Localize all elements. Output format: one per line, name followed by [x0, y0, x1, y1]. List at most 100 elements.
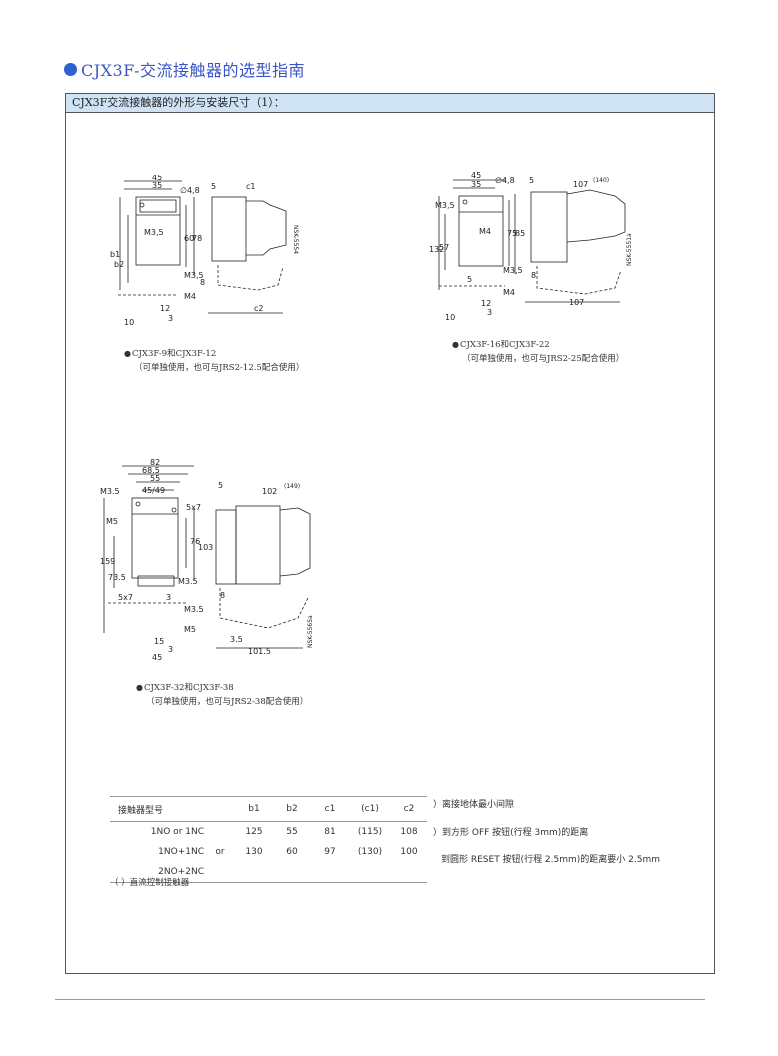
table-header-row: 接触器型号 b1 b2 c1 (c1) c2	[110, 796, 427, 822]
footer-rule	[55, 999, 705, 1000]
dim-5: 5	[529, 176, 534, 185]
dim-107: 107	[573, 180, 588, 189]
dim-57: 57	[439, 243, 449, 252]
caption-1: CJX3F-9和CJX3F-12 （可单独使用，也可与JRS2-12.5配合使用…	[124, 347, 304, 375]
cell: (115)	[357, 827, 383, 837]
dim-159: 159	[100, 557, 115, 566]
dim-m35-a: M3,5	[435, 201, 455, 210]
dim-b2: b2	[114, 260, 124, 269]
drawing-code: NSK-5565a	[307, 615, 314, 648]
drawing-code: NSK-5554	[292, 225, 299, 254]
dim-102: 102	[262, 487, 277, 496]
bullet-icon	[64, 62, 77, 76]
table-row: 1NO or 1NC 125 55 81 (115) 108	[110, 822, 427, 843]
dim-3: 3	[487, 308, 492, 317]
dim-c1: c1	[246, 182, 256, 191]
dim-103: 103	[198, 543, 213, 552]
dim-68-5: 68.5	[142, 466, 160, 475]
cell: 55	[286, 827, 298, 837]
dim-45: 45	[471, 171, 481, 180]
page-title: CJX3F-交流接触器的选型指南	[81, 61, 306, 80]
dim-5: 5	[211, 182, 216, 191]
dim-78: 78	[192, 234, 202, 243]
dimension-drawing-3: 82 68.5 55 45/49 M3.5 M5 5x7 76 103 159 …	[100, 458, 314, 662]
cell: 100	[400, 847, 418, 857]
dim-hole: ∅4,8	[495, 176, 515, 185]
cell	[205, 822, 235, 843]
dim-3: 3	[166, 593, 171, 602]
cell	[235, 862, 273, 883]
dim-3-b: 3	[168, 645, 173, 654]
dim-m35-c: M3.5	[184, 605, 204, 614]
dim-82: 82	[150, 458, 160, 467]
cell: or	[215, 847, 225, 857]
dim-m5-b: M5	[184, 625, 196, 634]
dim-5b: 5	[467, 275, 472, 284]
dim-10: 10	[445, 313, 455, 322]
title-row: CJX3F-交流接触器的选型指南	[64, 58, 305, 80]
col-c2: c2	[391, 796, 427, 822]
cell: 2NO+2NC	[158, 867, 204, 877]
dimension-drawing-2: 45 35 ∅4,8 5 107 (140) M3,5 M4 75 85 132…	[429, 171, 633, 322]
col-b2: b2	[273, 796, 311, 822]
dim-5: 5	[218, 481, 223, 490]
col-model: 接触器型号	[110, 796, 205, 822]
dim-1-5: 15	[154, 637, 164, 646]
note-1: ）离接地体最小间隙	[433, 800, 515, 810]
col-c1-dc: (c1)	[349, 796, 391, 822]
cell	[311, 862, 349, 883]
caption-2-note: （可单独使用，也可与JRS2-25配合使用）	[462, 354, 625, 364]
note-2: ）到方形 OFF 按钮(行程 3mm)的距离	[433, 828, 589, 838]
caption-3-model: CJX3F-32和CJX3F-38	[136, 681, 308, 695]
cell	[273, 862, 311, 883]
dim-132: 132	[429, 245, 444, 254]
dim-45: 45	[152, 653, 162, 662]
content-frame: CJX3F交流接触器的外形与安装尺寸（1）：	[65, 93, 715, 974]
col-c1: c1	[311, 796, 349, 822]
dim-55: 55	[150, 474, 160, 483]
cell: 81	[324, 827, 336, 837]
dim-85: 85	[515, 229, 525, 238]
dim-60: 60	[184, 234, 194, 243]
caption-1-note: （可单独使用，也可与JRS2-12.5配合使用）	[134, 363, 305, 373]
dim-35: 35	[471, 180, 481, 189]
dim-3-5: 3.5	[230, 635, 243, 644]
dim-8: 8	[220, 591, 225, 600]
caption-2: CJX3F-16和CJX3F-22 （可单独使用，也可与JRS2-25配合使用）	[452, 338, 624, 366]
dim-149: (149)	[284, 483, 300, 490]
dim-m35: M3.5	[100, 487, 120, 496]
dim-12: 12	[481, 299, 491, 308]
dim-m35-b: M3,5	[503, 266, 523, 275]
dim-35: 35	[152, 181, 162, 190]
dim-m35-a: M3,5	[144, 228, 164, 237]
cell: 60	[286, 847, 298, 857]
dim-140: (140)	[593, 177, 609, 184]
cell	[391, 862, 427, 883]
dim-5x7-b: 5x7	[118, 593, 133, 602]
dim-12: 12	[160, 304, 170, 313]
dimension-table: 接触器型号 b1 b2 c1 (c1) c2 1NO or 1NC 125 55…	[110, 796, 427, 883]
section-header: CJX3F交流接触器的外形与安装尺寸（1）：	[66, 94, 714, 113]
dim-8: 8	[531, 271, 536, 280]
dim-hole: ∅4,8	[180, 186, 200, 195]
dim-73-5: 73.5	[108, 573, 126, 582]
dim-m4-b: M4	[503, 288, 515, 297]
col-b1: b1	[235, 796, 273, 822]
dim-m5: M5	[106, 517, 118, 526]
dim-m4: M4	[479, 227, 491, 236]
dim-m4: M4	[184, 292, 196, 301]
cell	[349, 862, 391, 883]
dimension-drawing-1: 45 35 ∅4,8 5 c1 M3,5 60 78 b1 b2 M3,5 M4…	[110, 175, 299, 327]
dim-8: 8	[200, 278, 205, 287]
table-row: 1NO+1NC or 130 60 97 (130) 100	[110, 842, 427, 862]
caption-2-model: CJX3F-16和CJX3F-22	[452, 338, 624, 352]
dim-3: 3	[168, 314, 173, 323]
cell: 108	[400, 827, 418, 837]
drawing-code: NSK-5551a	[626, 233, 633, 266]
dim-b1: b1	[110, 250, 120, 259]
cell: 1NO or 1NC	[150, 827, 204, 837]
dim-76: 76	[190, 537, 200, 546]
note-3: 到圆形 RESET 按钮(行程 2.5mm)的距离要小 2.5mm	[441, 855, 660, 865]
dim-m35-b: M3,5	[184, 271, 204, 280]
dim-5x7: 5x7	[186, 503, 201, 512]
